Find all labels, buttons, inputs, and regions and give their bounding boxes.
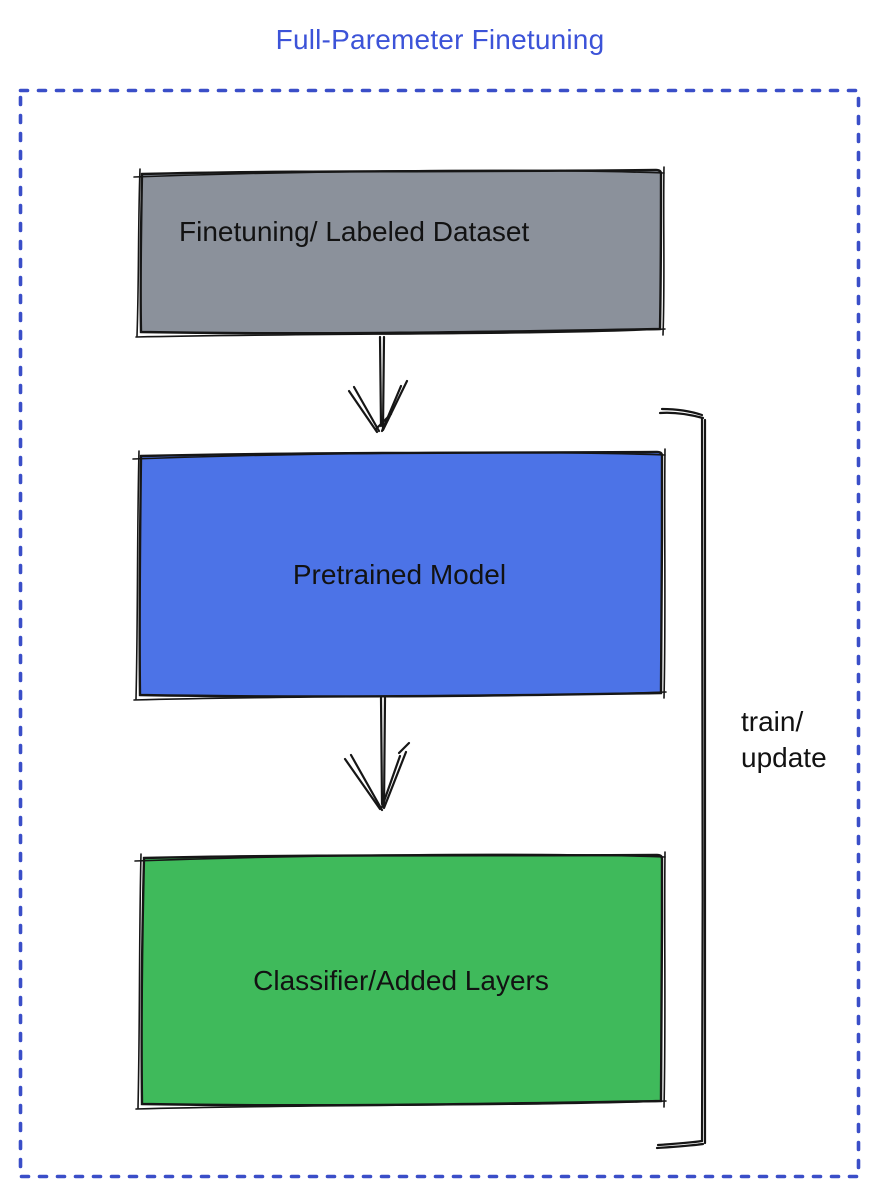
dataset-box-label: Finetuning/ Labeled Dataset (179, 216, 530, 247)
train-update-label-line2: update (741, 742, 827, 773)
arrow-pretrained-to-classifier (343, 696, 411, 812)
dataset-box (133, 166, 666, 338)
classifier-box-label: Classifier/Added Layers (253, 965, 549, 996)
classifier-box (134, 851, 667, 1110)
classifier-box-shape (140, 853, 664, 1107)
diagram-title: Full-Paremeter Finetuning (275, 24, 605, 55)
pretrained-box-label: Pretrained Model (292, 559, 507, 590)
outer-dotted-border (18, 88, 861, 1179)
train-update-label: train/ update (741, 704, 827, 776)
train-update-label-line1: train/ (741, 706, 804, 737)
pretrained-box (132, 448, 667, 701)
arrow-dataset-to-pretrained (347, 335, 409, 434)
train-update-bracket (655, 407, 707, 1150)
dataset-box-shape (139, 168, 663, 335)
